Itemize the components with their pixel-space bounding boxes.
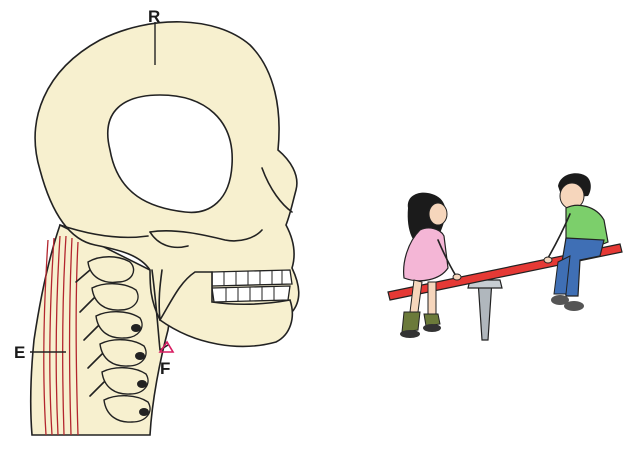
seesaw-post: [478, 280, 492, 340]
girl-face: [429, 203, 447, 225]
upper-teeth: [212, 270, 292, 286]
label-F: F: [160, 359, 170, 378]
girl-dress: [404, 228, 448, 281]
label-E: E: [14, 343, 25, 362]
skull-figure: R E F: [14, 7, 299, 435]
lower-teeth: [212, 286, 290, 302]
label-R: R: [148, 7, 160, 26]
seesaw-figure: [388, 173, 622, 340]
boy: [544, 173, 608, 311]
girl: [400, 193, 461, 338]
